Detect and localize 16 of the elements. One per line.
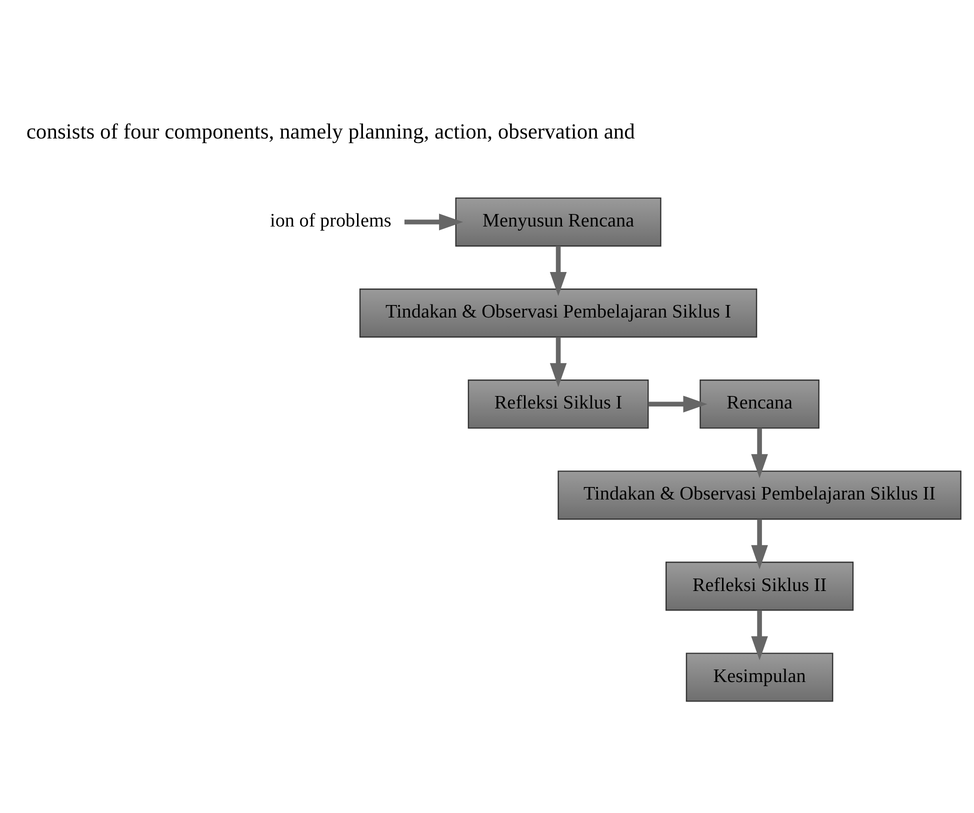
label: consists of four components, namely planning, action, observation and	[26, 120, 635, 144]
node-text: ion of problems	[270, 210, 392, 232]
node-box: Refleksi Siklus I	[468, 380, 649, 429]
arrow	[404, 214, 464, 230]
arrow	[751, 519, 768, 570]
node-box: Rencana	[700, 380, 820, 429]
arrow	[751, 610, 768, 660]
arrow	[751, 428, 768, 478]
node-box: Menyusun Rencana	[455, 197, 662, 247]
arrow	[550, 246, 567, 296]
node-box: Kesimpulan	[686, 652, 834, 702]
node-box: Refleksi Siklus II	[666, 562, 854, 611]
node-box: Tindakan & Observasi Pembelajaran Siklus I	[359, 288, 758, 338]
arrow	[648, 396, 708, 413]
arrow	[550, 337, 567, 388]
node-box: Tindakan & Observasi Pembelajaran Siklus II	[558, 470, 962, 520]
